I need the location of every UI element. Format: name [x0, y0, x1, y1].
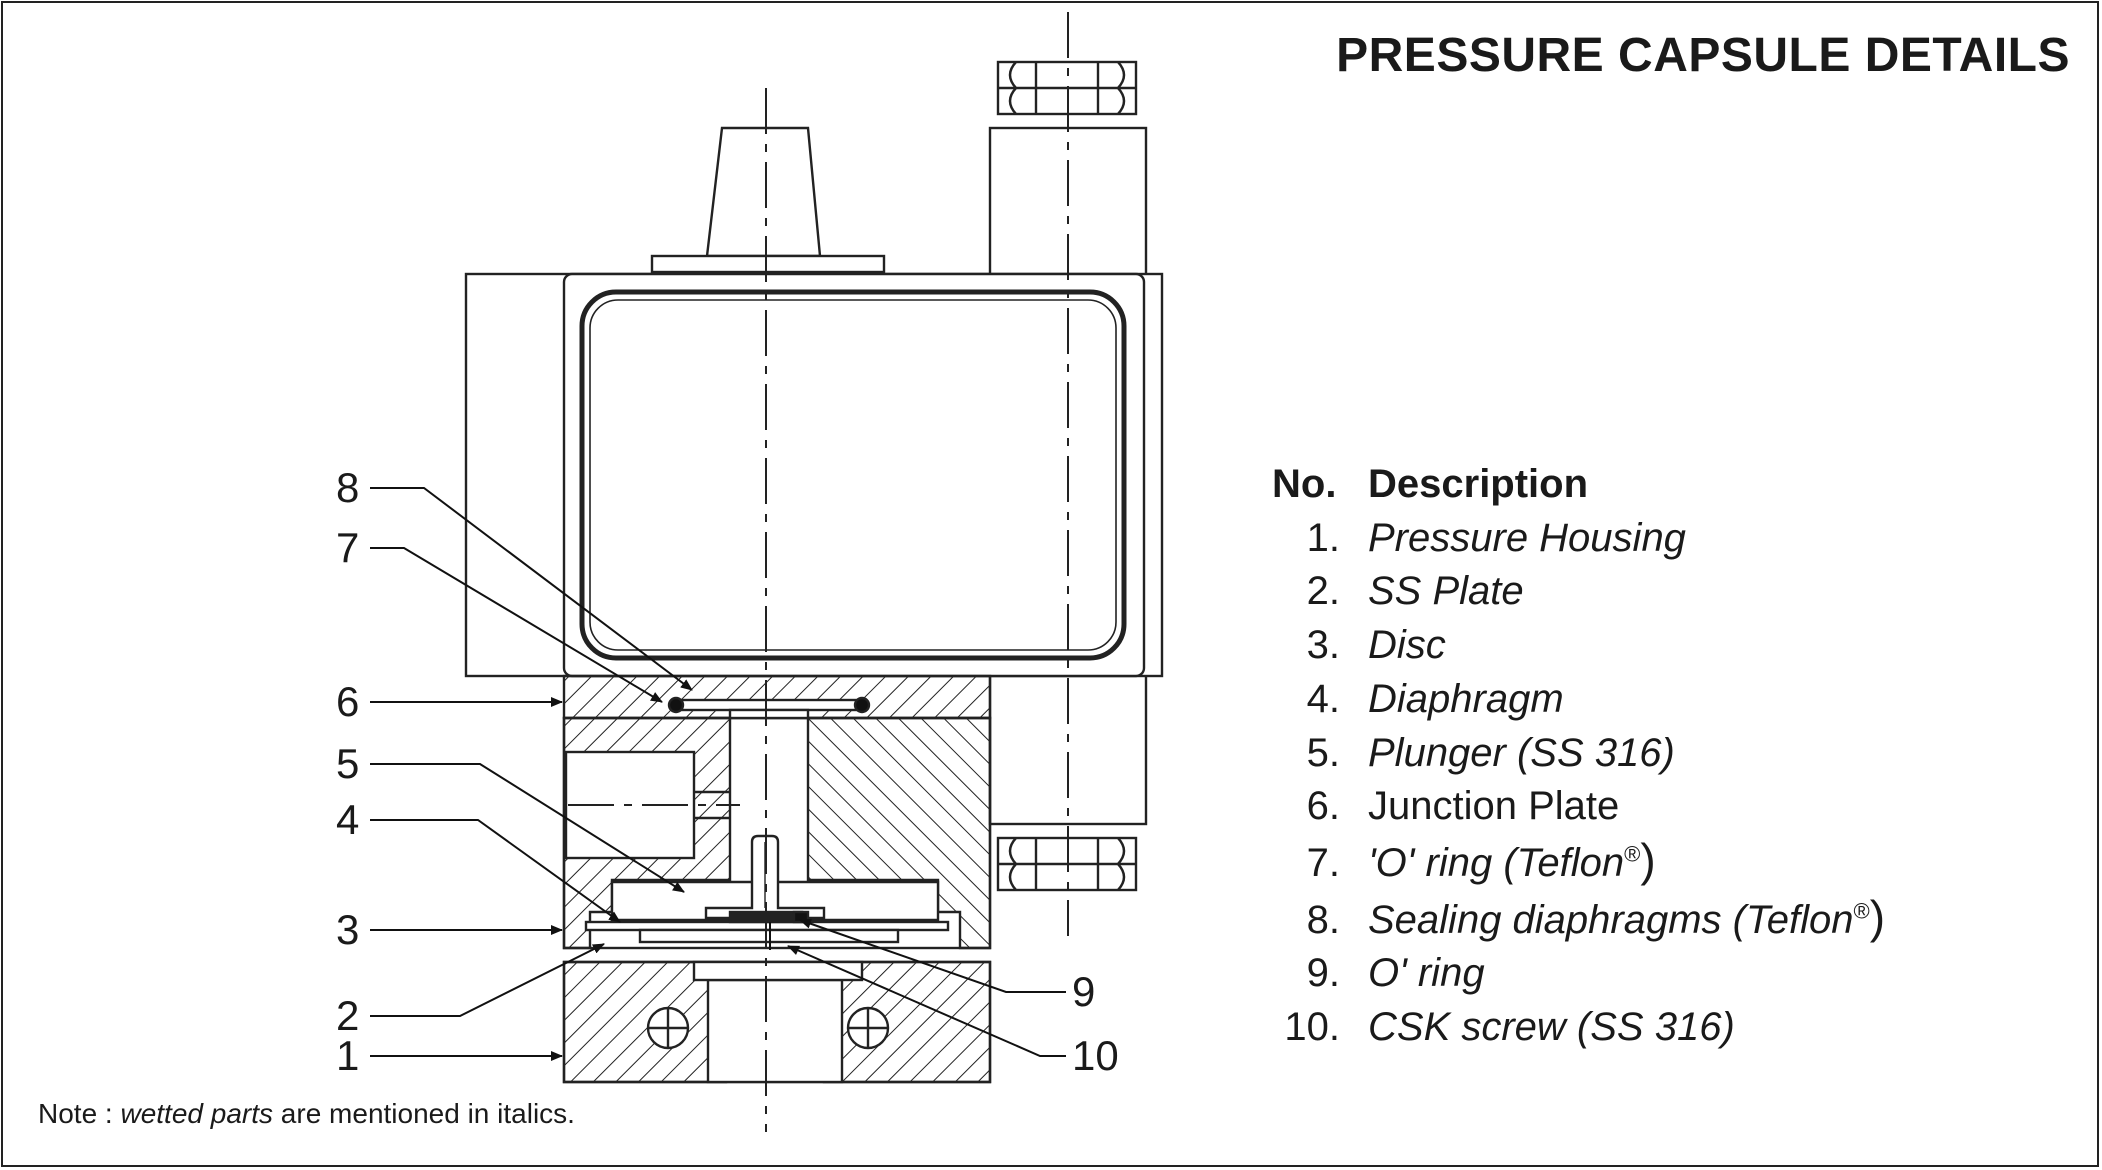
pressure-port [706, 978, 844, 1084]
registered-mark: ® [1624, 841, 1641, 867]
cable-gland-base [650, 254, 886, 274]
legend-item-number: 3. [1306, 623, 1340, 668]
legend-item: 8. Sealing diaphragms (Teflon®) [1272, 891, 1885, 948]
legend-item-number: 8. [1306, 897, 1340, 942]
sealing-diaphragm [674, 698, 864, 712]
legend-item-number: 10. [1284, 1005, 1340, 1050]
registered-mark: ® [1853, 898, 1870, 924]
footnote: Note : wetted parts are mentioned in ita… [38, 1098, 575, 1130]
callout-6: 6 [336, 678, 360, 725]
legend-item-number: 5. [1306, 730, 1340, 775]
callout-3: 3 [336, 906, 360, 953]
o-ring-left [667, 696, 685, 714]
callout-10: 10 [1072, 1032, 1119, 1079]
legend-item-description: Sealing diaphragms (Teflon®) [1368, 891, 1885, 948]
o-ring-right [853, 696, 871, 714]
legend-item-text: Plunger (SS 316) [1368, 730, 1675, 775]
closing-paren: ) [1869, 890, 1886, 943]
callout-4: 4 [336, 796, 360, 843]
legend-item-number: 1. [1306, 515, 1340, 560]
legend-item-text: 'O' ring (Teflon [1368, 840, 1625, 885]
legend-item-text: Diaphragm [1368, 676, 1564, 721]
legend-header-description: Description [1368, 462, 1589, 506]
legend-item-description: O' ring [1368, 947, 1485, 1001]
legend-item-text: Pressure Housing [1368, 515, 1686, 560]
legend-item-description: SS Plate [1368, 565, 1524, 619]
callout-9: 9 [1072, 968, 1096, 1015]
legend-item: 5. Plunger (SS 316) [1272, 727, 1885, 781]
footnote-italic: wetted parts [120, 1098, 274, 1129]
cable-gland-cone [705, 126, 822, 258]
legend-item-description: Pressure Housing [1368, 512, 1686, 566]
callout-8: 8 [336, 464, 360, 511]
legend-item-text: Junction Plate [1368, 784, 1620, 829]
legend-item-description: CSK screw (SS 316) [1368, 1001, 1735, 1055]
legend-item-description: Disc [1368, 619, 1446, 673]
legend-item: 9. O' ring [1272, 947, 1885, 1001]
housing-screw-right [846, 1006, 890, 1050]
legend-item: 3. Disc [1272, 619, 1885, 673]
callout-2: 2 [336, 992, 360, 1039]
legend-item-text: O' ring [1368, 951, 1485, 996]
leader-7 [370, 547, 663, 703]
legend-item-number: 2. [1306, 569, 1340, 614]
leader-2 [370, 943, 605, 1017]
legend-item-text: CSK screw (SS 316) [1368, 1005, 1735, 1050]
page-title: PRESSURE CAPSULE DETAILS [1336, 29, 2070, 82]
terminal-box [579, 289, 1127, 661]
legend-item-description: 'O' ring (Teflon®) [1368, 834, 1656, 891]
footnote-prefix: Note : [38, 1098, 121, 1129]
callout-5: 5 [336, 740, 360, 787]
legend-item-number: 7. [1306, 840, 1340, 885]
legend-item: 4. Diaphragm [1272, 673, 1885, 727]
closing-paren: ) [1640, 833, 1656, 886]
legend-header-no: No. [1272, 462, 1337, 506]
legend-item-description: Plunger (SS 316) [1368, 727, 1675, 781]
callout-1: 1 [336, 1032, 360, 1079]
leader-10 [787, 945, 1066, 1057]
leader-4 [370, 819, 621, 923]
housing-screw-left [646, 1006, 690, 1050]
legend-item-number: 9. [1306, 951, 1340, 996]
legend-rows: 1. Pressure Housing 2. SS Plate 3. Disc 4. Diap… [1272, 512, 1885, 1055]
legend-item: 10. CSK screw (SS 316) [1272, 1001, 1885, 1055]
legend-item-number: 4. [1306, 676, 1340, 721]
leader-8 [370, 487, 693, 691]
legend-item-description: Junction Plate [1368, 780, 1619, 834]
legend-item-text: Sealing diaphragms (Teflon [1368, 897, 1854, 942]
parts-legend: No. Description 1. Pressure Housing 2. SS Pl… [1272, 458, 1885, 1055]
legend-item: 6. Junction Plate [1272, 780, 1885, 834]
legend-item-text: Disc [1368, 623, 1446, 668]
legend-item: 1. Pressure Housing [1272, 512, 1885, 566]
legend-header: No. Description [1272, 458, 1885, 512]
leader-9 [799, 918, 1066, 993]
legend-item-number: 6. [1306, 784, 1340, 829]
leader-5 [370, 763, 685, 893]
legend-item-description: Diaphragm [1368, 673, 1564, 727]
footnote-suffix: are mentioned in italics. [273, 1098, 575, 1129]
legend-item-text: SS Plate [1368, 569, 1524, 614]
legend-item: 2. SS Plate [1272, 565, 1885, 619]
callout-7: 7 [336, 524, 360, 571]
legend-item: 7. 'O' ring (Teflon®) [1272, 834, 1885, 891]
